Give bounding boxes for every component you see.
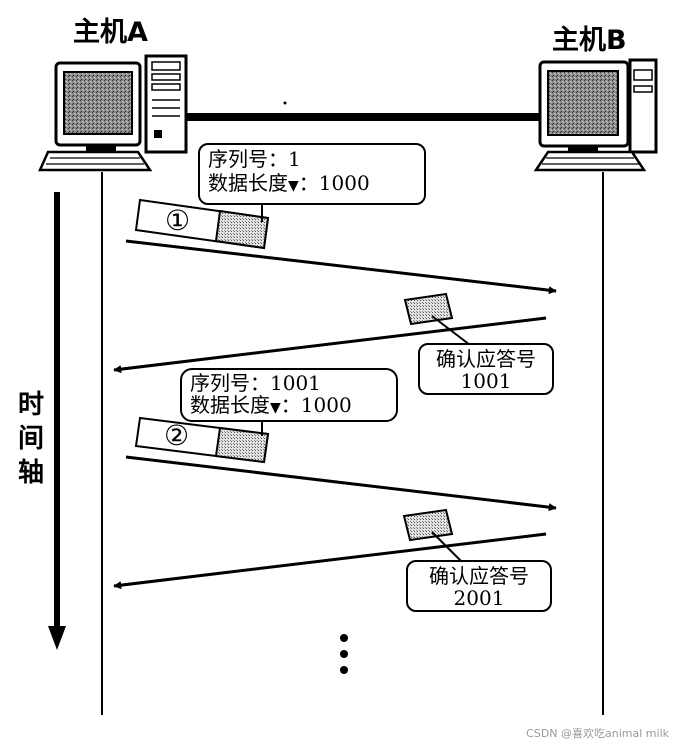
- ack-2-title: 确认应答号: [429, 564, 529, 588]
- segment-2-length-value: ：1000: [280, 393, 352, 417]
- ack-1-callout-pointer: [431, 315, 471, 346]
- ack-1-packet: [403, 292, 454, 326]
- segment-2-number: ②: [164, 419, 190, 452]
- ack-1-title: 确认应答号: [436, 347, 536, 371]
- segment-1-callout: 序列号：1 数据长度▼：1000: [198, 143, 426, 205]
- segment-1-packet: [134, 198, 270, 250]
- segment-1-length-label: 数据长度: [208, 171, 288, 195]
- segment-2-callout: 序列号：1001 数据长度▼：1000: [180, 368, 398, 422]
- segment-2-packet: [134, 416, 270, 464]
- time-axis-char-3: 轴: [17, 458, 44, 488]
- watermark: CSDN @喜欢吃animal milk: [526, 727, 669, 740]
- ack-1-callout: 确认应答号 1001: [418, 343, 554, 395]
- ack-1-value: 1001: [460, 369, 512, 393]
- ack-2-arrow: [113, 532, 547, 590]
- host-b-computer-icon: [533, 58, 658, 172]
- ack-2-callout: 确认应答号 2001: [406, 560, 552, 612]
- segment-2-length-label: 数据长度: [190, 393, 270, 417]
- ack-1-arrow: [113, 316, 547, 374]
- segment-1-arrow: [125, 239, 557, 295]
- segment-1-length-row: 数据长度▼：1000: [208, 171, 416, 198]
- time-axis-char-1: 时: [17, 390, 44, 420]
- time-axis-arrowhead: [48, 626, 66, 650]
- time-axis-char-2: 间: [17, 424, 44, 454]
- ack-2-callout-pointer: [431, 531, 463, 563]
- network-cable: [185, 113, 545, 121]
- segment-1-length-mark: ▼: [288, 178, 299, 194]
- segment-2-seq: 序列号：1001: [190, 371, 321, 395]
- ack-2-packet: [402, 508, 454, 542]
- segment-2-length-mark: ▼: [270, 400, 281, 416]
- stray-dot: [283, 101, 287, 105]
- segment-2-arrow: [125, 455, 557, 512]
- host-a-label: 主机A: [73, 17, 148, 48]
- segment-1-length-value: ：1000: [298, 171, 370, 195]
- segment-1-seq: 序列号：1: [208, 147, 301, 171]
- segment-1-number: ①: [165, 204, 191, 237]
- segment-2-length-row: 数据长度▼：1000: [190, 394, 388, 419]
- ack-2-value: 2001: [453, 586, 505, 610]
- time-axis-label: 时 间 轴: [16, 388, 46, 490]
- host-a-computer-icon: [38, 54, 188, 172]
- continuation-ellipsis: [340, 634, 348, 674]
- host-b-label: 主机B: [552, 25, 627, 56]
